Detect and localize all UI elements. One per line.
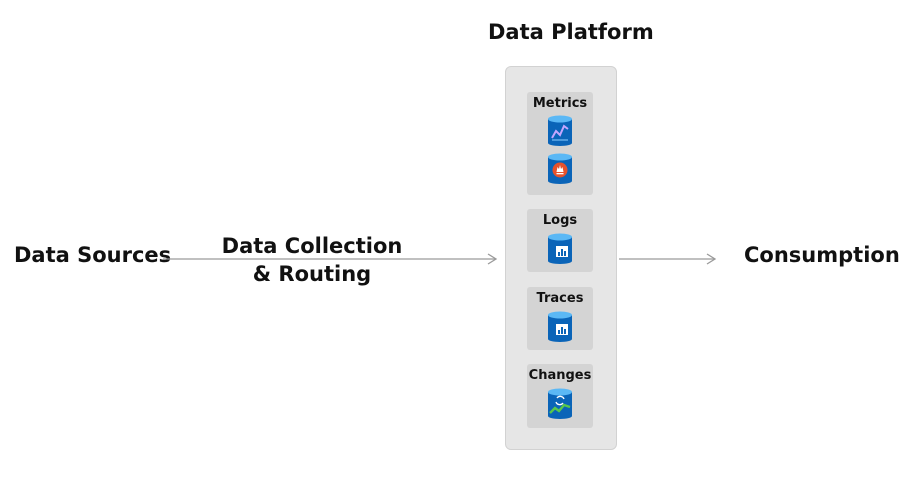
metrics-store[interactable]: Metrics: [527, 92, 593, 195]
data-collection-line1: Data Collection: [221, 234, 403, 258]
sources-to-platform-arrowhead: [487, 253, 498, 265]
data-collection-line2: & Routing: [252, 262, 372, 286]
metrics-db-chart-icon: [548, 115, 572, 146]
platform-to-consumption-arrowhead: [706, 253, 717, 265]
traces-store[interactable]: Traces: [527, 287, 593, 350]
data-sources-label: Data Sources: [14, 243, 172, 267]
data-collection-routing-label: Data Collection & Routing: [212, 232, 412, 288]
data-platform-title: Data Platform: [488, 20, 654, 44]
changes-label: Changes: [528, 368, 592, 383]
logs-label: Logs: [542, 213, 578, 228]
logs-db-chart-icon: [548, 233, 572, 264]
traces-db-chart-icon: [548, 311, 572, 342]
consumption-label: Consumption: [744, 243, 900, 267]
logs-store[interactable]: Logs: [527, 209, 593, 272]
metrics-label: Metrics: [532, 96, 588, 111]
prometheus-db-icon: [548, 153, 572, 184]
changes-store[interactable]: Changes: [527, 364, 593, 428]
changes-db-icon: [548, 388, 572, 419]
traces-label: Traces: [536, 291, 584, 306]
